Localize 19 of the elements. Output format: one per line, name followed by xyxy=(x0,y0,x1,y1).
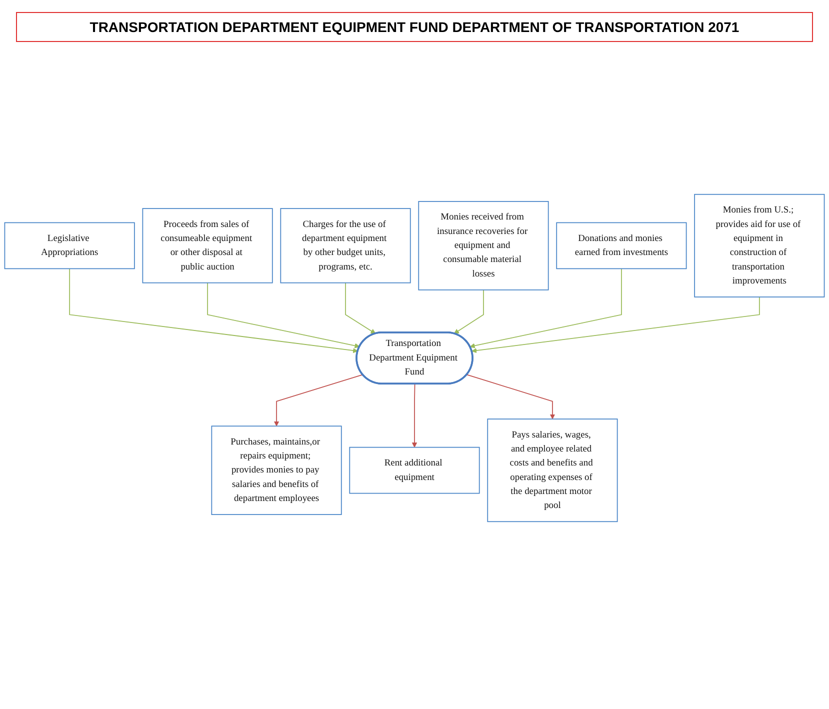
title: TRANSPORTATION DEPARTMENT EQUIPMENT FUND DEPARTMENT OF TRANSPORTATION 2071 xyxy=(16,12,813,42)
arrow xyxy=(472,296,760,354)
arrow xyxy=(274,374,364,426)
arrow xyxy=(470,268,622,348)
node-box: Legislative Appropriations xyxy=(4,222,135,270)
node-box: Monies from U.S.; provides aid for use of equipment in construction of transportation improvements xyxy=(694,194,825,298)
node-box: Charges for the use of department equipment by other budget units, programs, etc. xyxy=(280,208,411,284)
node-box: Monies received from insurance recoveries for equipment and consumable material losses xyxy=(418,201,549,290)
node-box: Purchases, maintains,or repairs equipment; provides monies to pay salaries and benefits of department employees xyxy=(211,426,342,515)
arrow xyxy=(69,268,358,354)
arrow xyxy=(454,289,484,334)
arrow xyxy=(345,282,376,334)
node-box: Proceeds from sales of consumeable equipment or other disposal at public auction xyxy=(142,208,273,284)
arrow xyxy=(466,374,556,420)
arrow xyxy=(412,384,418,448)
arrow xyxy=(207,282,360,348)
node-box: Donations and monies earned from investments xyxy=(556,222,687,270)
node-box: Rent additional equipment xyxy=(349,446,480,494)
node-box: Pays salaries, wages, and employee related costs and benefits and operating expenses of the department motor pool xyxy=(487,418,618,522)
